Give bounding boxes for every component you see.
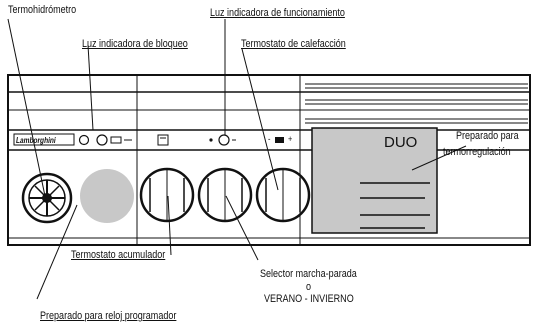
label-selector-line2: o <box>306 281 312 293</box>
thermoregulation-module <box>311 127 438 234</box>
knob-dhw-thermostat[interactable] <box>139 167 195 223</box>
model-name: DUO <box>384 134 418 151</box>
label-preparado-termorregulacion-line1: Preparado para <box>456 130 519 142</box>
dot-icon <box>209 138 213 142</box>
knob-heating-thermostat[interactable] <box>255 167 311 223</box>
label-preparado-reloj: Preparado para reloj programador <box>40 310 177 322</box>
label-selector-line1: Selector marcha-parada <box>260 268 357 280</box>
heating-symbol-icon <box>275 137 284 143</box>
label-luz-bloqueo: Luz indicadora de bloqueo <box>82 38 188 50</box>
panel-housing <box>7 74 531 246</box>
label-termohidrometro: Termohidrómetro <box>8 4 77 16</box>
knob-selector[interactable] <box>197 167 253 223</box>
leader-lines <box>7 18 467 300</box>
lock-indicator-light <box>96 134 108 146</box>
vent-louvres <box>305 83 528 124</box>
minus-symbol: - <box>268 134 271 144</box>
info-icon <box>78 134 90 146</box>
clock-slot-icon <box>157 134 169 146</box>
plus-symbol: + <box>288 134 293 144</box>
thermohydrometer-gauge <box>21 172 73 224</box>
brand-logo: Lamborghini <box>16 136 56 145</box>
reset-icon <box>110 136 132 144</box>
clock-programmer-blank <box>80 169 134 223</box>
label-termostato-calefaccion: Termostato de calefacción <box>241 38 346 50</box>
operation-indicator-light <box>218 134 230 146</box>
label-termostato-acumulador: Termostato acumulador <box>71 249 166 261</box>
label-luz-funcionamiento: Luz indicadora de funcionamiento <box>210 7 345 19</box>
control-strip <box>13 133 284 146</box>
label-selector-line3: VERANO - INVIERNO <box>264 293 354 305</box>
label-preparado-termorregulacion-line2: termorregulación <box>443 146 511 158</box>
